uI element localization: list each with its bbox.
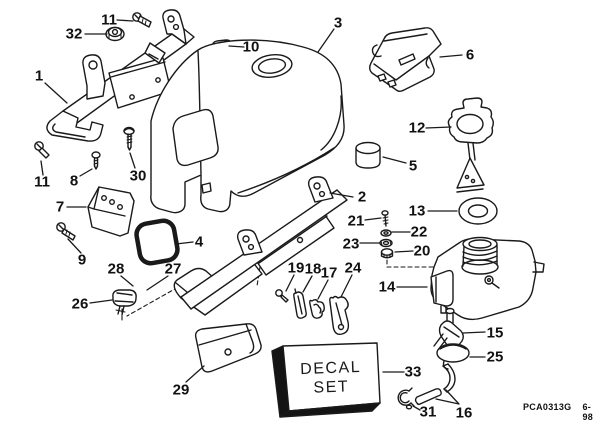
part-label-2: 2	[357, 188, 367, 206]
part-label-4: 4	[194, 233, 204, 251]
part-label-9: 9	[77, 251, 87, 269]
part-latch-24	[329, 295, 350, 335]
decal-line-2: SET	[313, 378, 350, 397]
part-bracket-6	[369, 27, 442, 92]
decal-line-1: DECAL	[299, 358, 362, 378]
footer-part-code: PCA0313G 6-98	[523, 402, 600, 422]
part-label-16: 16	[455, 404, 473, 422]
leader-lines	[40, 19, 486, 411]
part-label-26: 26	[71, 295, 89, 313]
drawing-date: 6-98	[582, 402, 594, 422]
part-label-3: 3	[333, 14, 343, 32]
screw-21	[381, 210, 389, 227]
part-decal-box-33	[271, 342, 381, 418]
screw-19	[275, 289, 289, 303]
part-label-21: 21	[347, 212, 365, 230]
part-label-30: 30	[129, 167, 147, 185]
part-label-17: 17	[320, 264, 338, 282]
part-label-27: 27	[164, 260, 182, 278]
part-fuel-valve-15	[433, 307, 464, 351]
part-label-10: 10	[242, 38, 260, 56]
part-label-22: 22	[410, 223, 428, 241]
locknut-32	[105, 26, 125, 42]
part-label-6: 6	[465, 46, 475, 64]
washer-23	[379, 238, 393, 248]
part-label-15: 15	[486, 324, 504, 342]
part-filter-cup-25	[436, 343, 470, 370]
part-fuel-cap-gauge-12	[447, 97, 494, 193]
part-label-14: 14	[378, 278, 396, 296]
part-hoses-16	[414, 363, 456, 406]
part-latch-18	[293, 288, 307, 319]
part-lower-support-bracket	[173, 176, 348, 316]
part-label-8: 8	[69, 172, 79, 190]
part-label-28: 28	[107, 260, 125, 278]
part-label-5: 5	[408, 157, 418, 175]
washer-22	[380, 229, 392, 237]
part-label-32: 32	[65, 25, 83, 43]
part-upper-support-bracket	[46, 9, 195, 142]
decal-set-text: DECAL SET	[284, 350, 378, 405]
part-label-23: 23	[342, 235, 360, 253]
part-engine-cover	[150, 39, 345, 214]
screw-11-top	[132, 12, 152, 28]
part-label-1: 1	[34, 67, 44, 85]
part-clamp-31	[397, 387, 415, 410]
screw-8	[91, 151, 101, 170]
part-cup-5	[355, 141, 381, 169]
part-label-11-top: 11	[101, 11, 117, 29]
part-label-19: 19	[287, 259, 305, 277]
part-fuel-tank-14	[430, 236, 545, 321]
part-label-11-left: 11	[34, 173, 50, 191]
nut-20	[380, 248, 394, 259]
part-label-31: 31	[419, 403, 437, 421]
screw-9	[56, 222, 76, 241]
part-label-13: 13	[408, 202, 426, 220]
part-latch-17	[309, 299, 325, 319]
screw-11-left	[34, 141, 50, 159]
part-label-18: 18	[304, 260, 322, 278]
part-clamp-26	[112, 289, 137, 316]
part-seal-4	[134, 218, 180, 266]
part-label-33: 33	[404, 363, 422, 381]
part-label-25: 25	[486, 348, 504, 366]
part-label-7: 7	[55, 198, 65, 216]
screw-30	[123, 126, 135, 151]
part-label-24: 24	[344, 259, 362, 277]
drawing-code: PCA0313G	[523, 402, 572, 412]
part-label-12: 12	[408, 119, 426, 137]
part-plate-7	[87, 186, 135, 237]
part-label-29: 29	[172, 381, 190, 399]
part-label-20: 20	[413, 242, 431, 260]
part-seal-ring-13	[458, 197, 498, 225]
part-pad-29	[194, 323, 262, 373]
